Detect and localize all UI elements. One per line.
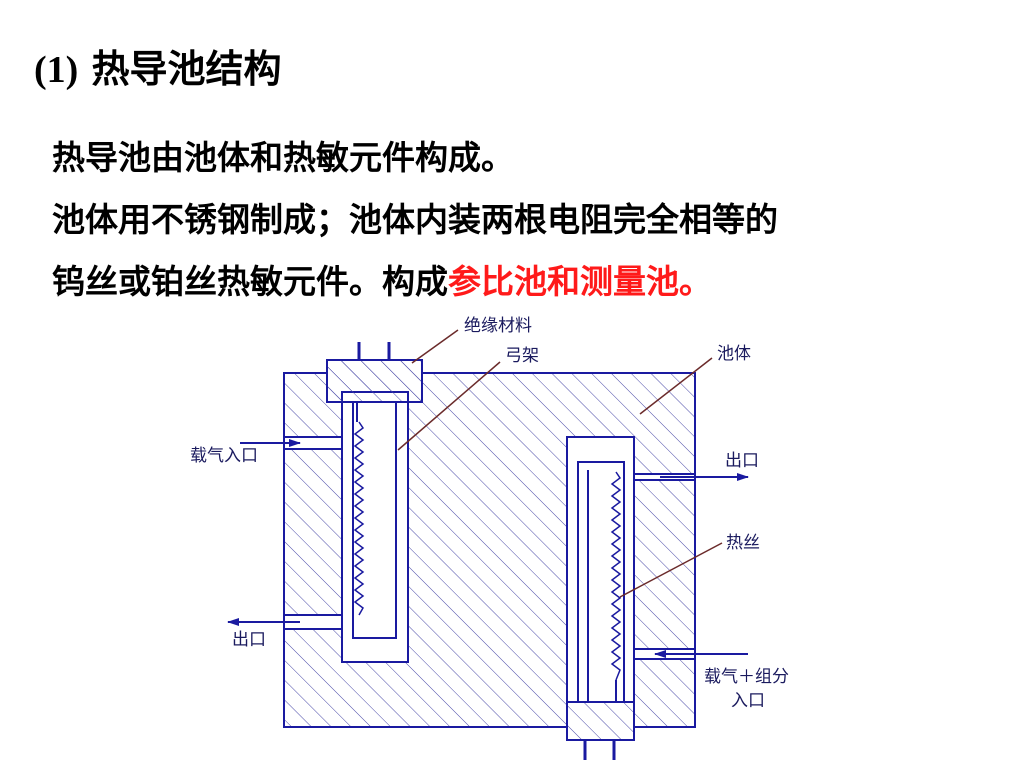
left-bow-frame: [352, 402, 397, 639]
right-insulation-plug: [566, 701, 635, 741]
title-number: (1): [34, 49, 79, 91]
description-line-2: 池体用不锈钢制成；池体内装两根电阻完全相等的: [52, 200, 778, 239]
reference-cell-cavity: [341, 391, 409, 663]
description-line-3: 钨丝或铂丝热敏元件。构成参比池和测量池。: [52, 251, 778, 313]
label-carrier-inlet: 载气入口: [190, 446, 258, 466]
description-line-1: 热导池由池体和热敏元件构成。: [52, 138, 514, 177]
label-carrier-component: 载气＋组分: [704, 667, 789, 687]
label-outlet-left: 出口: [232, 630, 266, 650]
highlight-reference-measurement-cells: 参比池和测量池。: [448, 262, 712, 301]
left-hatched-wall: [283, 448, 343, 616]
description-line-3-text: 钨丝或铂丝热敏元件。构成: [52, 262, 448, 301]
label-carrier-component-inlet: 入口: [731, 691, 765, 711]
left-insulation-plug: [326, 359, 423, 403]
cell-body-leader: [639, 357, 713, 415]
label-hot-wire: 热丝: [726, 533, 760, 553]
title-text: 热导池结构: [91, 47, 282, 91]
right-bow-frame: [577, 461, 625, 702]
label-cell-body: 池体: [717, 344, 751, 364]
label-outlet-right: 出口: [725, 451, 759, 471]
label-bow-frame: 弓架: [505, 346, 539, 366]
description-paragraph: 热导池由池体和热敏元件构成。 池体用不锈钢制成；池体内装两根电阻完全相等的 钨丝…: [52, 127, 778, 313]
hot-wire-leader: [619, 542, 723, 598]
right-hot-wire: [610, 471, 622, 681]
insulation-leader: [411, 329, 459, 364]
page-title: (1) 热导池结构: [34, 38, 282, 93]
label-insulation: 绝缘材料: [464, 316, 532, 336]
bow-frame-leader: [397, 361, 501, 451]
left-hot-wire: [353, 421, 365, 616]
